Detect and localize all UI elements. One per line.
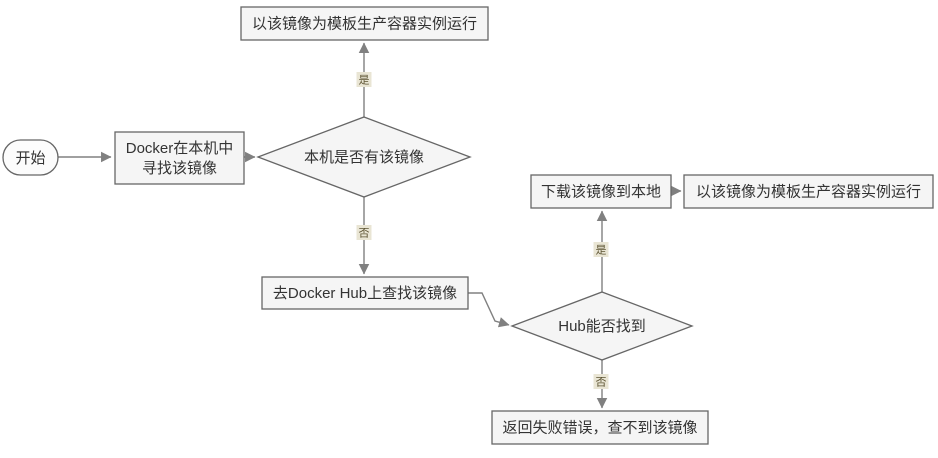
edge-label-no-down: 否: [359, 228, 370, 240]
decision-hub-found: [510, 291, 694, 361]
edge-label-yes-right: 是: [596, 244, 607, 257]
edge-label-no-down-bg: [356, 225, 372, 240]
process-run-container-top-label: 以该镜像为模板生产容器实例运行: [252, 15, 477, 33]
process-download-image: [530, 174, 672, 209]
process-search-hub: [261, 276, 469, 310]
edge-label-yes-top-bg: [356, 72, 372, 87]
edge-label-yes-right-bg: [593, 242, 609, 257]
process-search-hub-label: 去Docker Hub上查找该镜像: [273, 284, 457, 302]
process-return-error: [491, 410, 709, 445]
process-find-local-label-line1: Docker在本机中: [126, 140, 234, 157]
process-find-local-label-line2: 寻找该镜像: [142, 159, 217, 177]
process-find-local: [114, 131, 245, 185]
decision-hub-found-label: Hub能否找到: [558, 318, 646, 335]
process-run-container-right: [683, 174, 934, 209]
edge-search-hub-to-decision: [468, 292, 510, 328]
process-return-error-label: 返回失败错误，查不到该镜像: [502, 419, 697, 437]
edge-label-no-bottom: 否: [596, 377, 607, 389]
edge-label-yes-top: 是: [359, 74, 370, 87]
process-run-container-top: [240, 6, 489, 41]
decision-has-image: [256, 116, 472, 198]
start-node: [2, 139, 59, 176]
start-label: 开始: [15, 150, 45, 167]
decision-has-image-label: 本机是否有该镜像: [304, 148, 424, 166]
process-run-container-right-label: 以该镜像为模板生产容器实例运行: [696, 183, 921, 201]
edge-label-no-bottom-bg: [593, 374, 609, 389]
process-download-image-label: 下载该镜像到本地: [541, 183, 661, 201]
